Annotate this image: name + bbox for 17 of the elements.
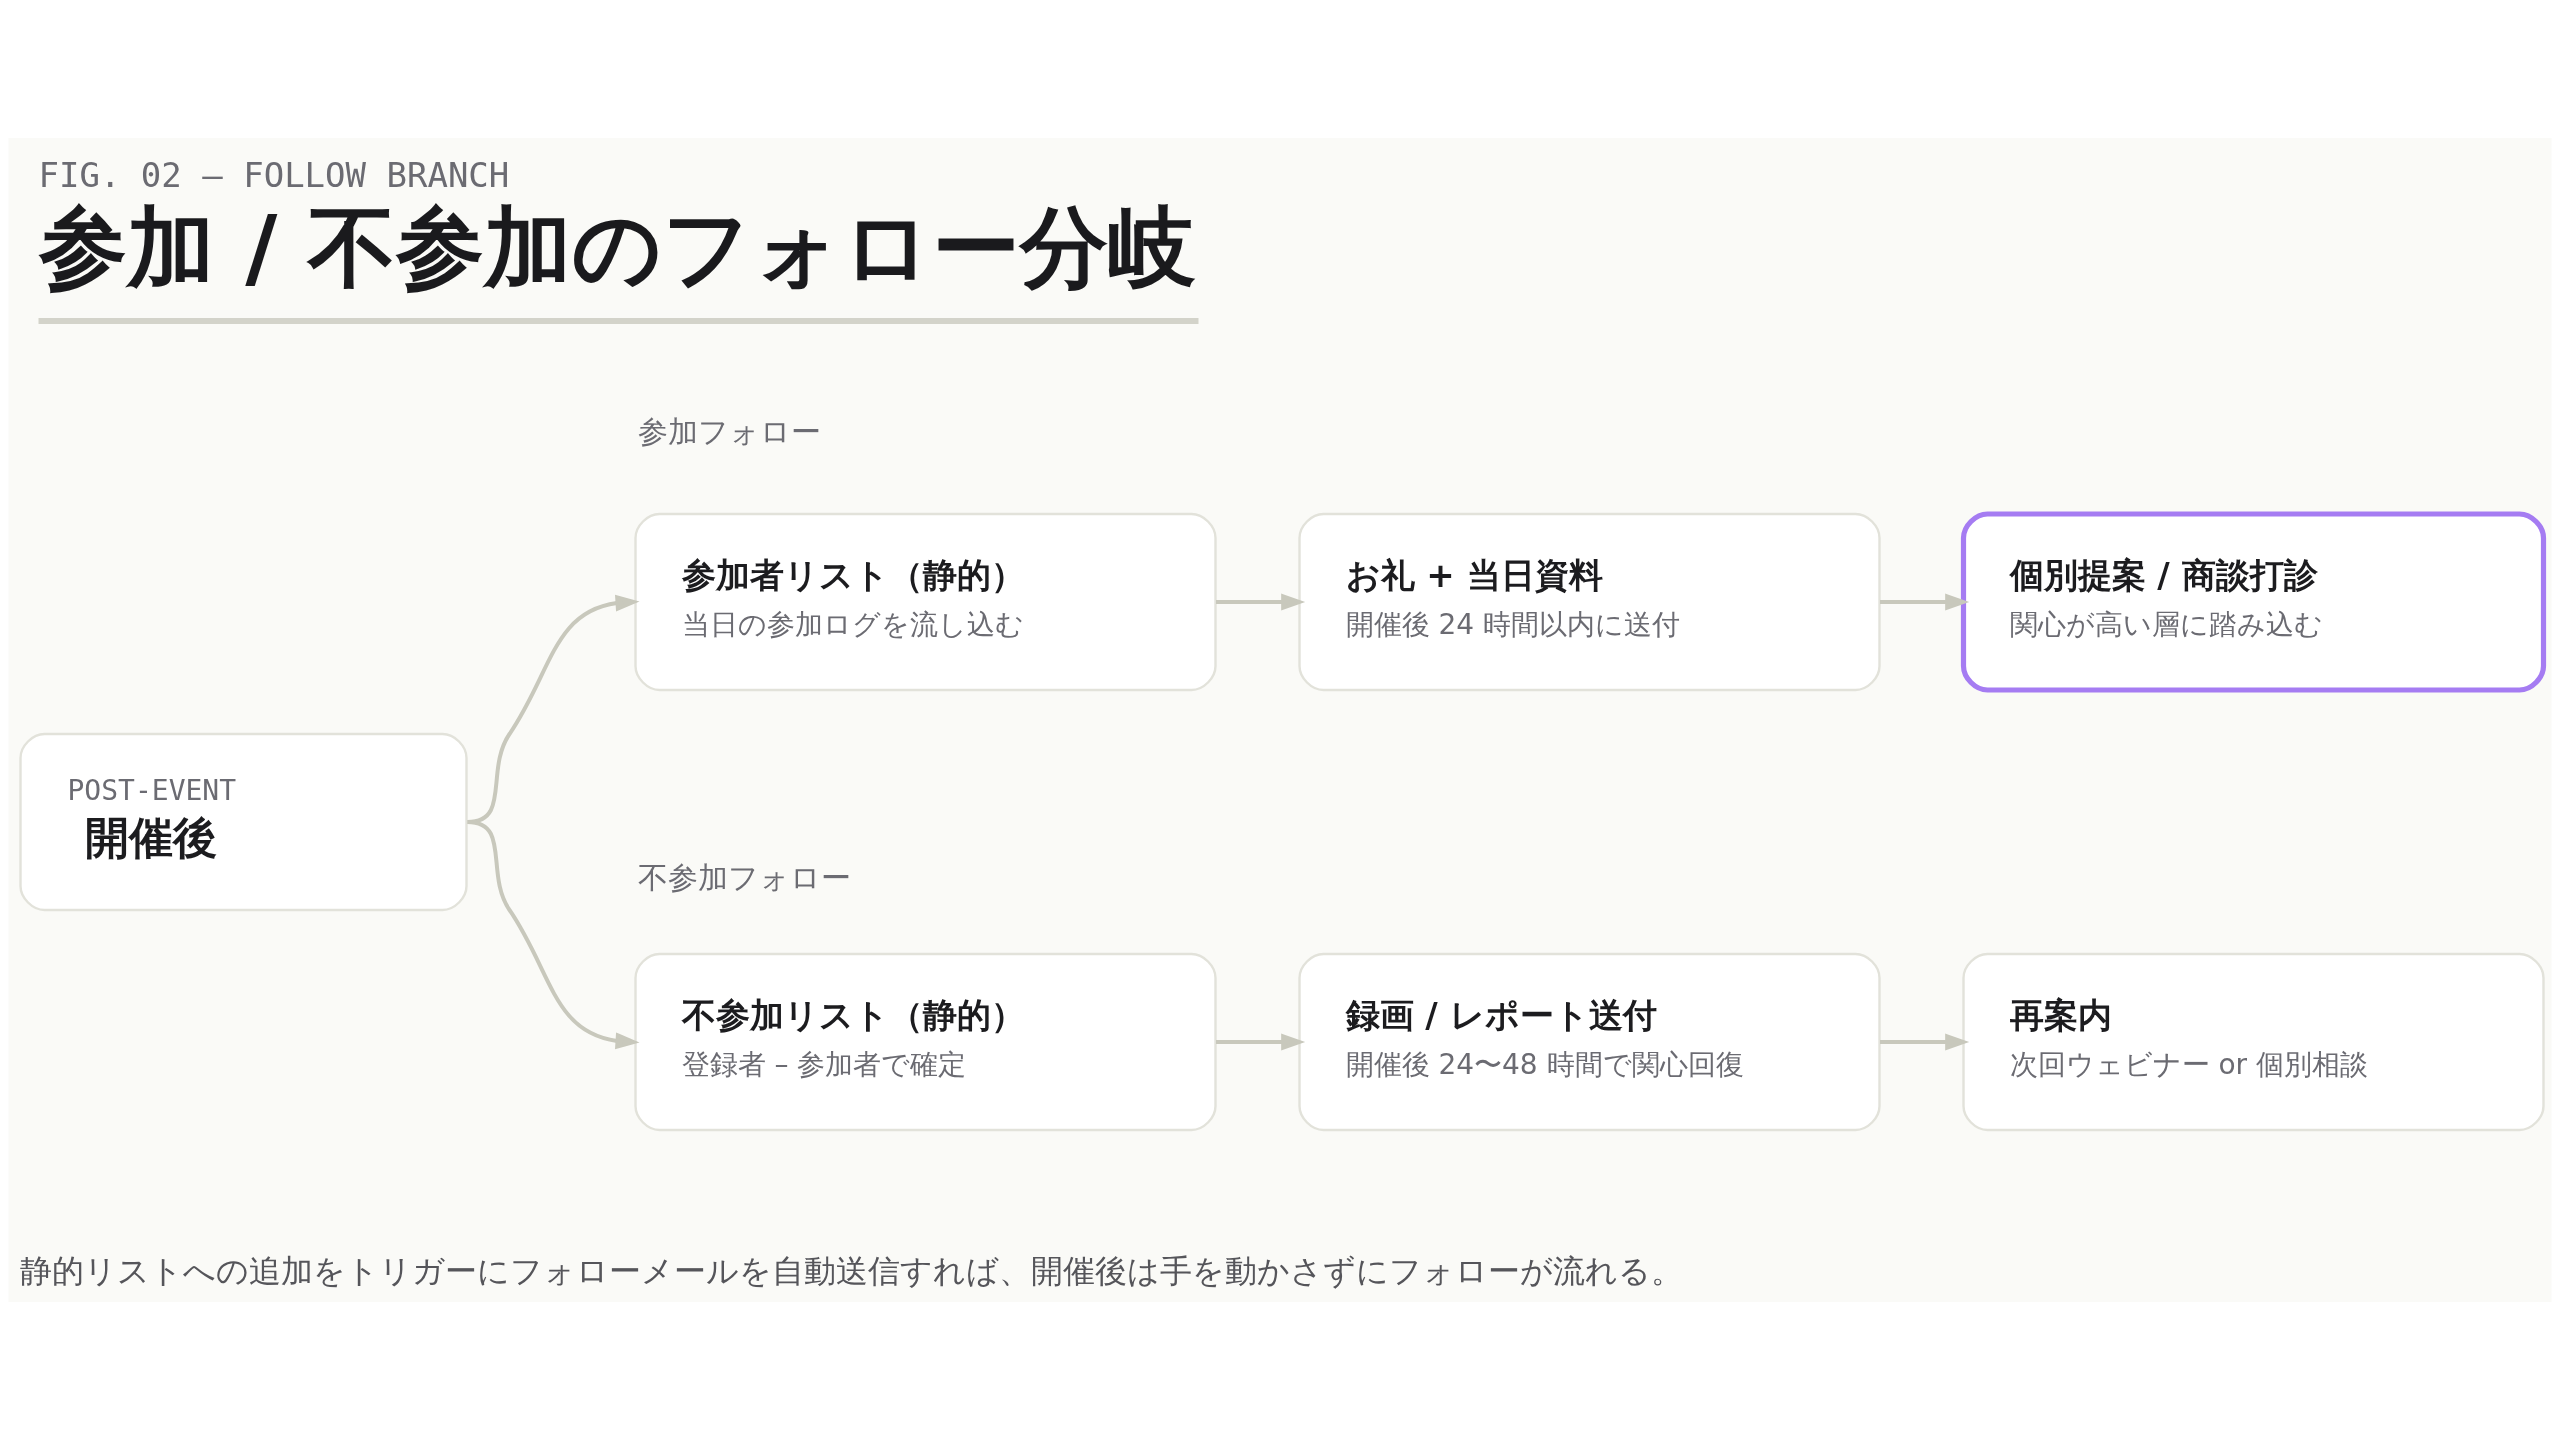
label: FIG. 02 — FOLLOW BRANCH (38, 155, 510, 196)
node-box: 参加者リスト（静的） 当日の参加ログを流し込む (634, 512, 1217, 692)
node-box: POST-EVENT 開催後 (19, 732, 468, 912)
diagram-title: 参加 / 不参加のフォロー分岐 (38, 196, 1196, 300)
caption: 静的リストへの追加をトリガーにフォローメールを自動送信すれば、開催後は手を動かさずにフォローが流れる。 (19, 1251, 1683, 1290)
arrow (1880, 1033, 1970, 1051)
node-box: 録画 / レポート送付 開催後 24〜48 時間で関心回復 (1298, 952, 1881, 1132)
arrow (1880, 593, 1970, 611)
node-box: 再案内 次回ウェビナー or 個別相談 (1962, 952, 2545, 1132)
node-box: お礼 + 当日資料 開催後 24 時間以内に送付 (1298, 512, 1881, 692)
label: 不参加フォロー (637, 860, 851, 895)
label: 参加フォロー (637, 414, 821, 449)
arrow (1216, 593, 1306, 611)
arrow (1216, 1033, 1306, 1051)
node-box: 個別提案 / 商談打診 関心が高い層に踏み込む (1960, 511, 2547, 693)
node-box: 不参加リスト（静的） 登録者 – 参加者で確定 (634, 952, 1217, 1132)
arrow (467, 820, 640, 1050)
